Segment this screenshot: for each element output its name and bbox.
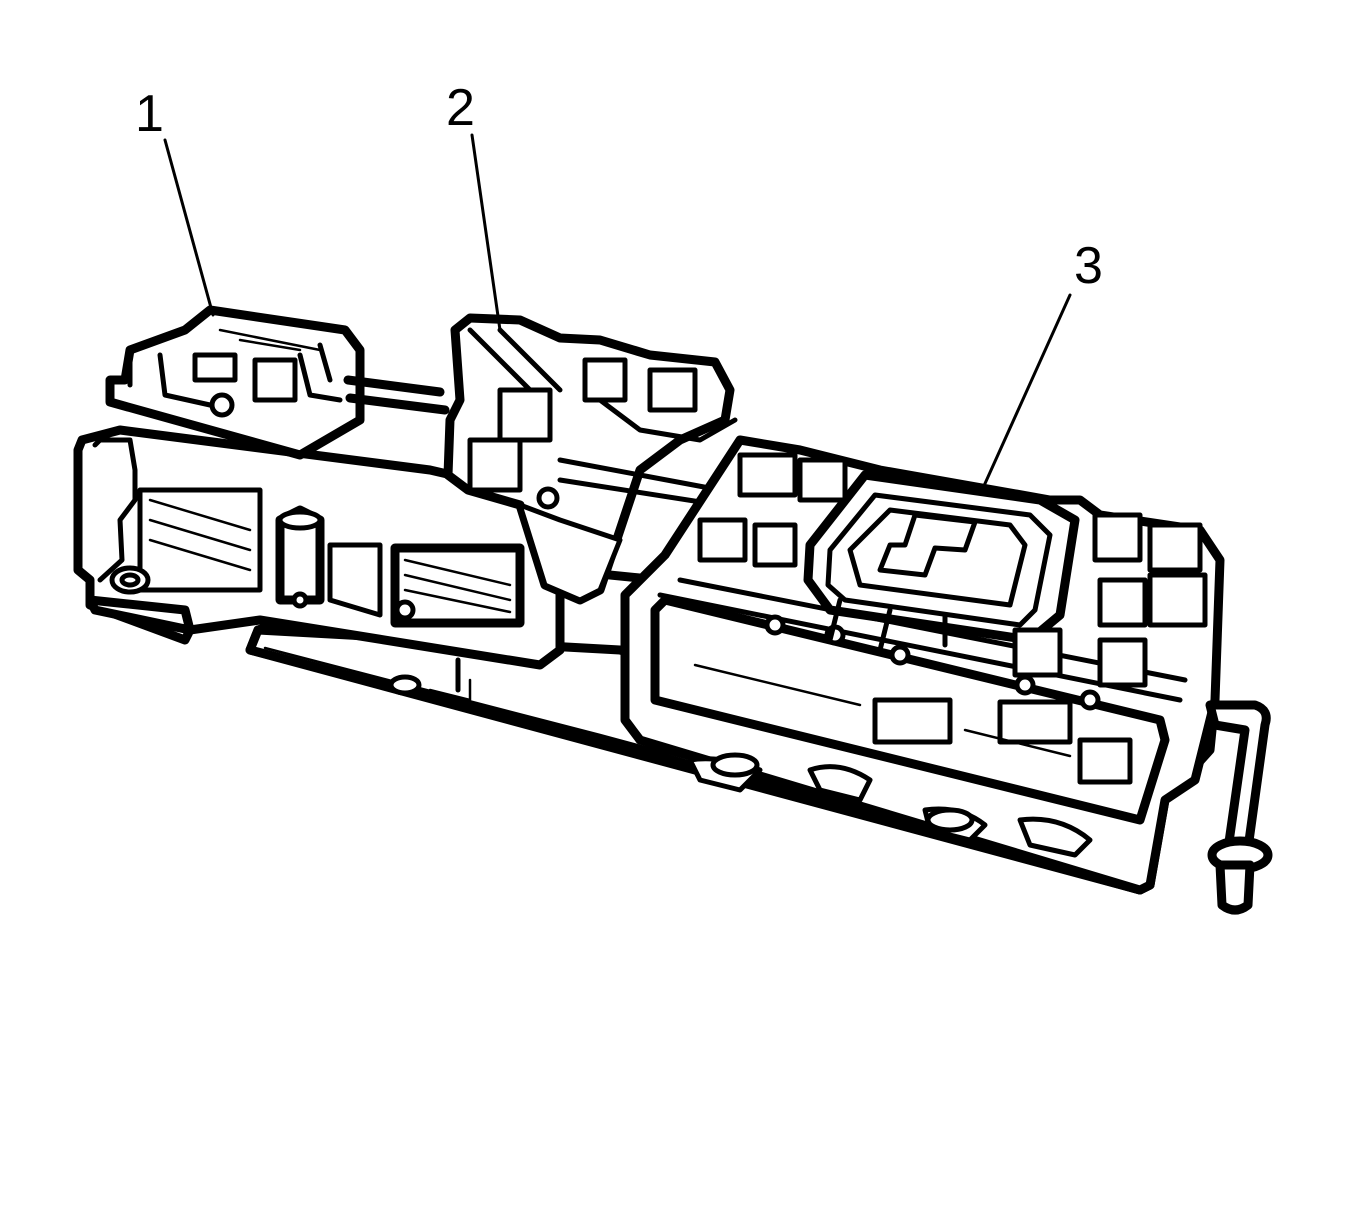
callout-1: 1 — [135, 85, 164, 143]
leader-line-3 — [981, 293, 1072, 490]
callout-3: 3 — [1074, 237, 1103, 295]
callout-2: 2 — [446, 79, 475, 137]
left-frame — [73, 425, 565, 670]
module-3 — [697, 452, 1208, 688]
leader-line-1 — [163, 138, 215, 317]
leader-lines — [163, 133, 1072, 490]
module-1 — [105, 305, 450, 460]
module-2 — [443, 313, 738, 605]
leader-line-2 — [470, 133, 502, 332]
coolant-pipe — [1205, 700, 1273, 915]
